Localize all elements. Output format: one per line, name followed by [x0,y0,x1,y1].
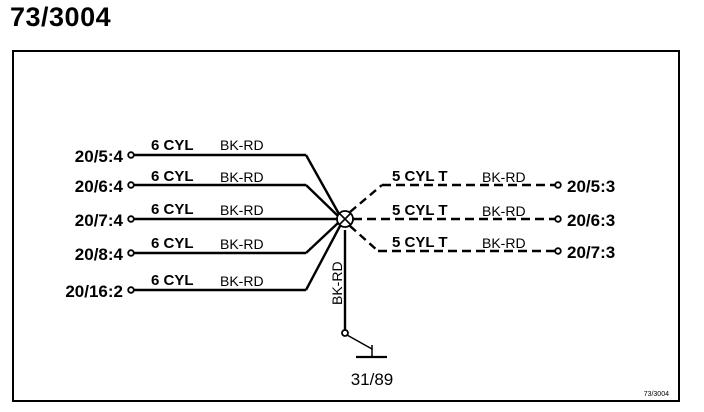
left-wire: 20/7:4 6 CYL BK-RD [75,201,337,230]
terminal-label: 20/8:4 [75,245,124,264]
terminal-label: 20/5:3 [567,177,615,196]
terminal-pin-icon [127,249,135,257]
terminal-pin-icon [554,215,562,223]
wire-variant-label: 6 CYL [151,272,194,289]
wire-variant-label: 5 CYL T [392,202,448,219]
terminal-label: 20/5:4 [75,147,124,166]
left-wire-group: 20/5:4 6 CYL BK-RD 20/6:4 6 CYL BK-RD 20… [65,137,342,301]
terminal-label: 20/7:3 [567,243,615,262]
wire-variant-label: 6 CYL [151,137,194,154]
splice-junction-icon [336,210,354,228]
ground-symbol-icon [356,345,387,359]
ground-wire: BK-RD 31/89 [329,230,393,389]
wire-color-label: BK-RD [482,235,526,251]
terminal-pin-icon [554,247,562,255]
ground-wire-color-label: BK-RD [329,261,345,305]
left-wire: 20/5:4 6 CYL BK-RD [75,137,341,215]
terminal-pin-icon [127,215,135,223]
wire-variant-label: 6 CYL [151,168,194,185]
terminal-pin-icon [127,181,135,189]
right-wire: 20/6:3 5 CYL T BK-RD [353,202,615,230]
left-wire: 20/8:4 6 CYL BK-RD [75,222,339,264]
terminal-pin-icon [554,181,562,189]
wire-color-label: BK-RD [482,203,526,219]
wire-variant-label: 6 CYL [151,235,194,252]
wire-variant-label: 5 CYL T [392,234,448,251]
ground-label: 31/89 [351,370,394,389]
terminal-label: 20/6:3 [567,211,615,230]
wire-color-label: BK-RD [220,169,264,185]
left-wire: 20/16:2 6 CYL BK-RD [65,225,342,301]
figure-reference: 73/3004 [644,391,669,398]
wire-color-label: BK-RD [220,236,264,252]
terminal-pin-icon [127,151,135,159]
wire-variant-label: 5 CYL T [392,168,448,185]
right-wire: 20/5:3 5 CYL T BK-RD [349,168,615,213]
terminal-label: 20/7:4 [75,211,124,230]
page-title: 73/3004 [10,2,112,32]
terminal-label: 20/6:4 [75,177,124,196]
right-wire-group: 20/5:3 5 CYL T BK-RD 20/6:3 5 CYL T BK-R… [349,168,615,262]
wire-color-label: BK-RD [220,273,264,289]
left-wire: 20/6:4 6 CYL BK-RD [75,168,339,217]
terminal-pin-icon [127,286,135,294]
wire-color-label: BK-RD [220,137,264,153]
wire-variant-label: 6 CYL [151,201,194,218]
wire-color-label: BK-RD [482,169,526,185]
terminal-pin-icon [341,329,349,337]
wire-color-label: BK-RD [220,202,264,218]
right-wire: 20/7:3 5 CYL T BK-RD [349,225,615,262]
terminal-label: 20/16:2 [65,282,123,301]
diagram-frame [12,50,680,402]
